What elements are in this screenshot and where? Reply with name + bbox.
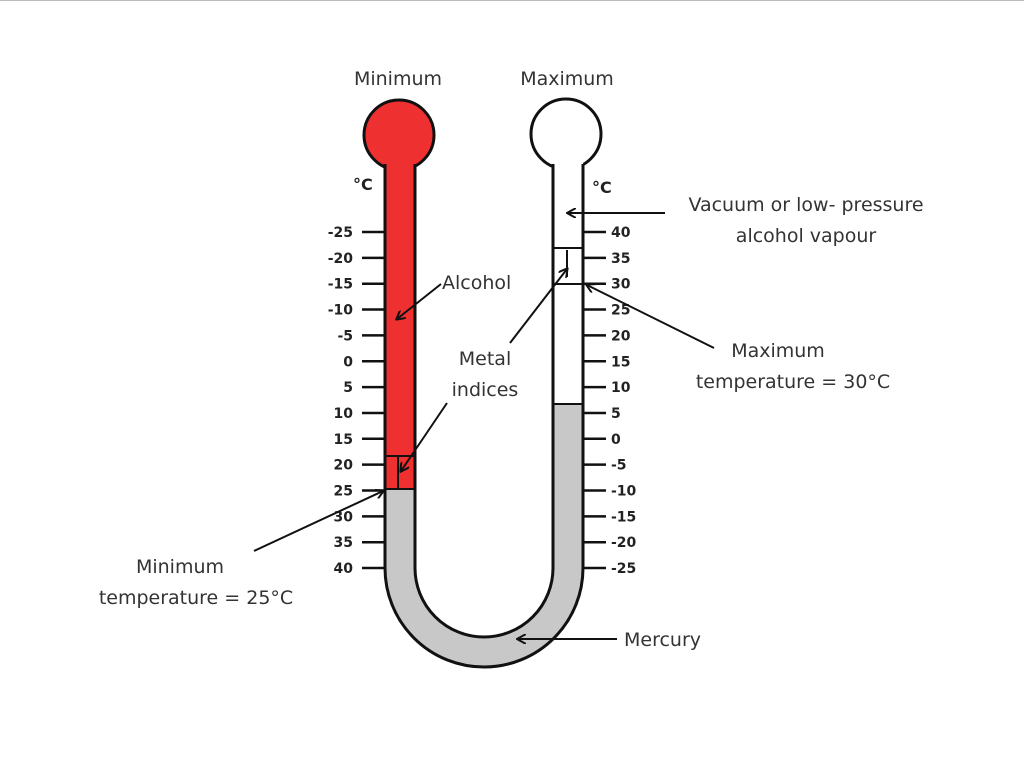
- max-temp-line2: temperature = 30°C: [696, 371, 890, 393]
- right-unit: °C: [592, 178, 612, 197]
- tick-label: -10: [328, 303, 354, 319]
- tick-label: -15: [611, 509, 636, 525]
- vacuum-label-line2: alcohol vapour: [736, 225, 877, 247]
- min-temp-line2: temperature = 25°C: [99, 587, 293, 609]
- tick-label: 15: [334, 432, 353, 448]
- tick-label: 40: [334, 561, 354, 577]
- minimum-title: Minimum: [354, 68, 442, 90]
- max-temp-line1: Maximum: [731, 340, 825, 362]
- max-temp-arrow: [587, 285, 715, 349]
- tick-label: 5: [611, 406, 621, 422]
- tick-label: -25: [328, 225, 353, 241]
- right-bulb: [529, 97, 603, 171]
- metal-arrow-right: [509, 269, 567, 344]
- left-unit: °C: [353, 175, 373, 194]
- tick-label: 5: [343, 380, 353, 396]
- left-scale: -25 -20 -15 -10 -5 0 5 10 15 20 25 30 35 40: [328, 225, 384, 577]
- right-scale: 40 35 30 25 20 15 10 5 0 -5 -10 -15 -20 -25: [584, 225, 637, 577]
- tick-label: -20: [328, 251, 354, 267]
- tick-label: 20: [611, 328, 631, 344]
- alcohol-label: Alcohol: [442, 272, 511, 294]
- tick-label: 25: [334, 484, 353, 500]
- tick-label: 30: [334, 509, 354, 525]
- alcohol-column: [386, 161, 414, 489]
- alcohol-arrow: [397, 283, 442, 319]
- tick-label: 0: [343, 354, 353, 370]
- min-temp-line1: Minimum: [136, 556, 224, 578]
- vacuum-label-line1: Vacuum or low- pressure: [688, 194, 923, 216]
- tick-label: -15: [328, 277, 353, 293]
- left-bulb: [362, 98, 436, 172]
- mercury-column: [386, 404, 582, 666]
- mercury-label: Mercury: [624, 629, 701, 651]
- tick-label: 30: [611, 277, 631, 293]
- tick-label: -25: [611, 561, 636, 577]
- metal-arrow-left: [401, 402, 448, 471]
- left-metal-index: [386, 455, 414, 490]
- min-temp-arrow: [253, 491, 383, 552]
- tick-label: -20: [611, 535, 637, 551]
- metal-label-line2: indices: [452, 379, 519, 401]
- tube-outline: [383, 164, 585, 669]
- tick-label: -5: [337, 328, 353, 344]
- tick-label: 10: [611, 380, 631, 396]
- tick-label: 35: [611, 251, 630, 267]
- maximum-title: Maximum: [520, 68, 614, 90]
- tick-label: 25: [611, 303, 630, 319]
- tick-label: 0: [611, 432, 621, 448]
- tick-label: 15: [611, 354, 630, 370]
- tick-label: -5: [611, 458, 627, 474]
- tick-label: 40: [611, 225, 631, 241]
- tick-label: -10: [611, 484, 637, 500]
- tick-label: 35: [334, 535, 353, 551]
- metal-label-line1: Metal: [459, 348, 511, 370]
- tick-label: 20: [334, 458, 354, 474]
- tick-label: 10: [334, 406, 354, 422]
